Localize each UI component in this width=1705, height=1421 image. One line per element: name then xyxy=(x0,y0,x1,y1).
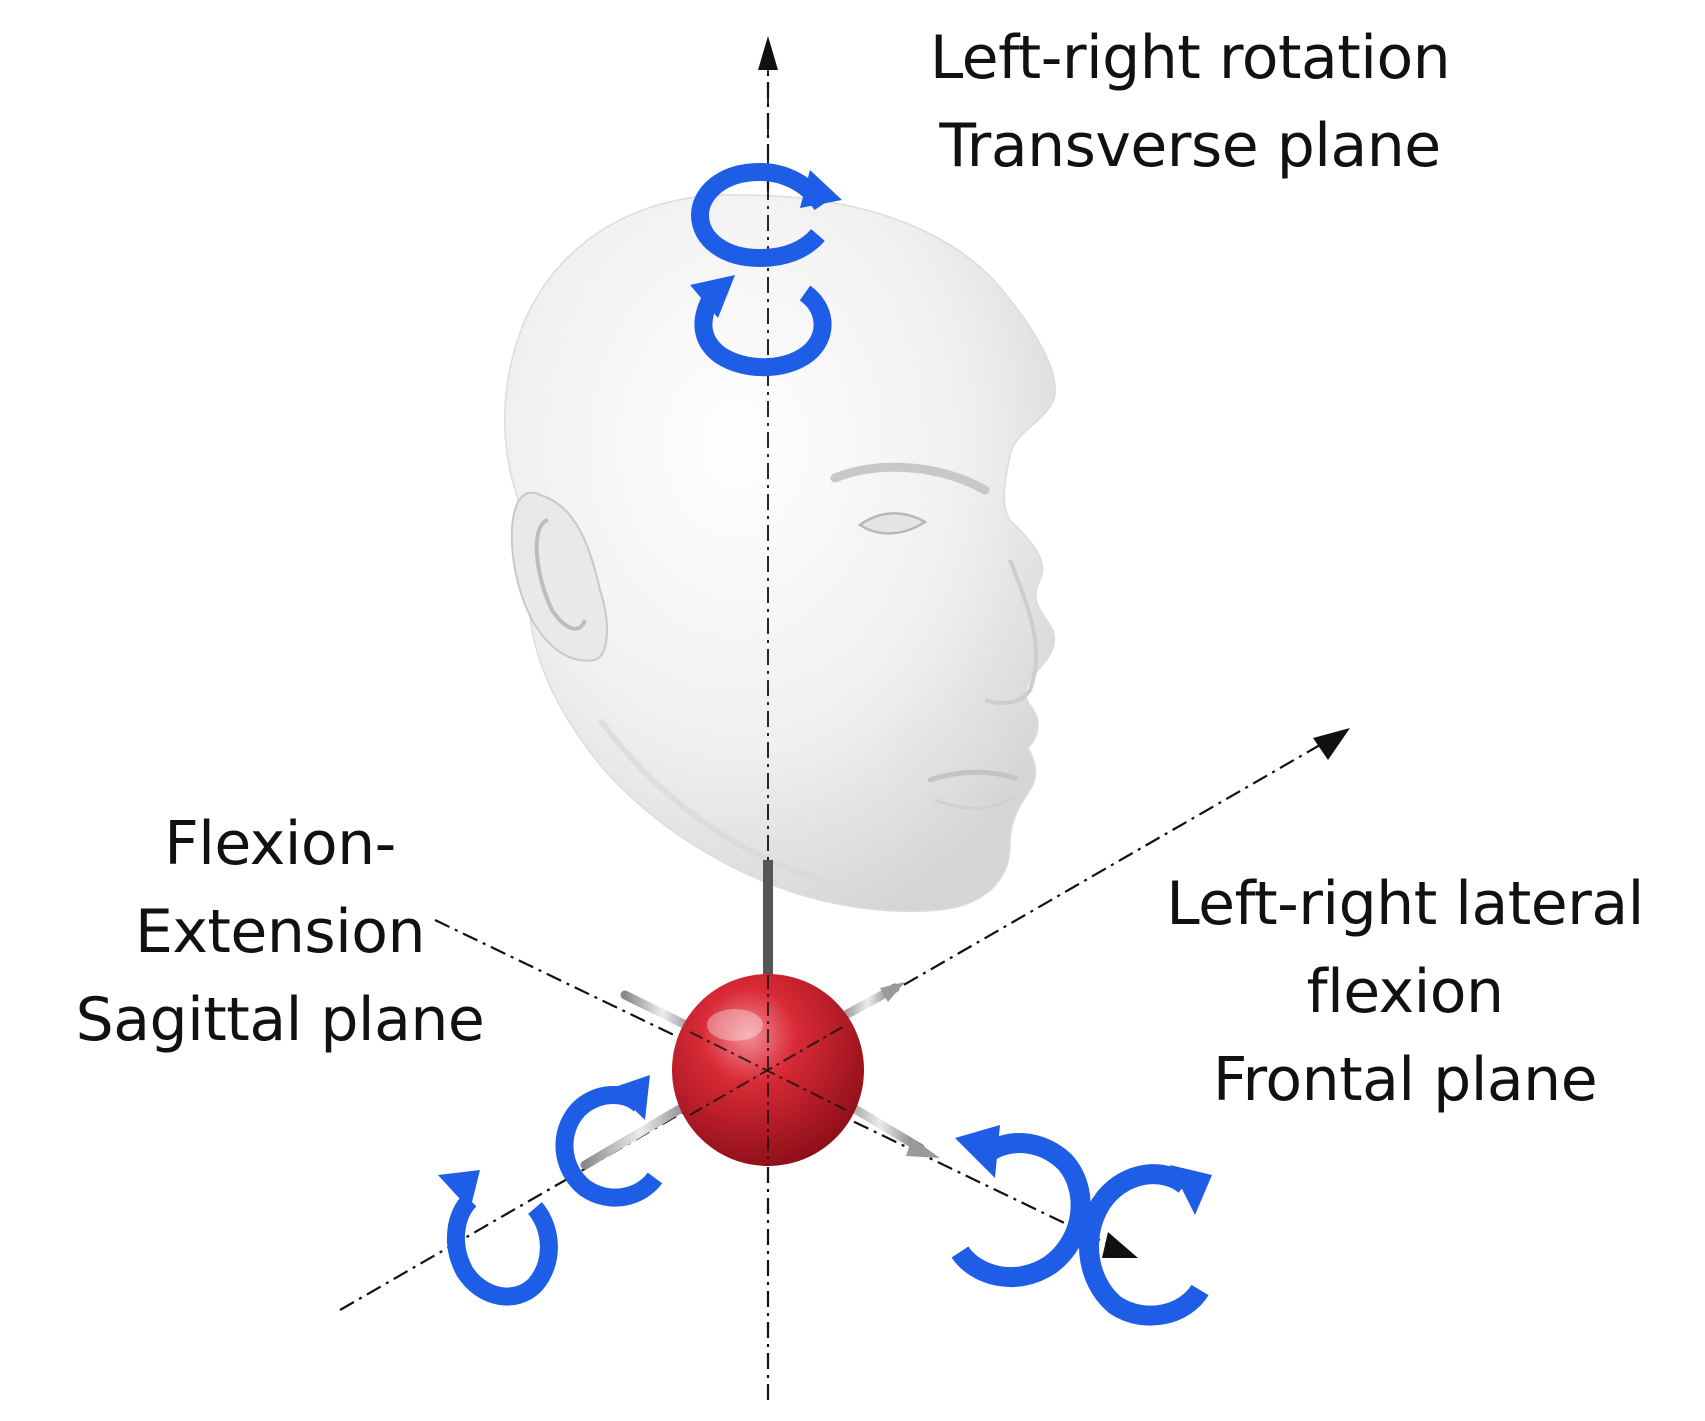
neck-rod xyxy=(763,860,773,980)
frontal-label: Left-right lateral flexion Frontal plane xyxy=(1110,860,1700,1124)
transverse-label: Left-right rotation Transverse plane xyxy=(870,14,1510,190)
rotation-arrow-icon xyxy=(438,1170,558,1306)
sagittal-label-line3: Sagittal plane xyxy=(75,985,485,1055)
head-model-icon xyxy=(504,194,1056,912)
transverse-label-line1: Left-right rotation xyxy=(929,23,1451,93)
rotation-arrow-icon xyxy=(690,162,842,268)
frontal-label-line3: Frontal plane xyxy=(1212,1045,1598,1115)
sagittal-label: Flexion- Extension Sagittal plane xyxy=(20,800,540,1064)
sagittal-label-line1: Flexion- xyxy=(164,809,396,879)
rotation-arrow-icon xyxy=(951,1125,1091,1288)
vertical-axis-arrowhead xyxy=(758,36,778,70)
rotation-arrow-icon xyxy=(1079,1164,1212,1326)
sagittal-label-line2: Extension xyxy=(134,897,426,967)
frontal-label-line1: Left-right lateral xyxy=(1166,869,1644,939)
frontal-axis-arrowhead xyxy=(1313,728,1350,760)
frontal-label-line2: flexion xyxy=(1306,957,1504,1027)
rotation-arrow-icon xyxy=(690,275,832,377)
transverse-label-line2: Transverse plane xyxy=(939,111,1441,181)
sagittal-axis-arrowhead xyxy=(1102,1232,1138,1258)
rotation-arrow-icon xyxy=(555,1075,663,1207)
